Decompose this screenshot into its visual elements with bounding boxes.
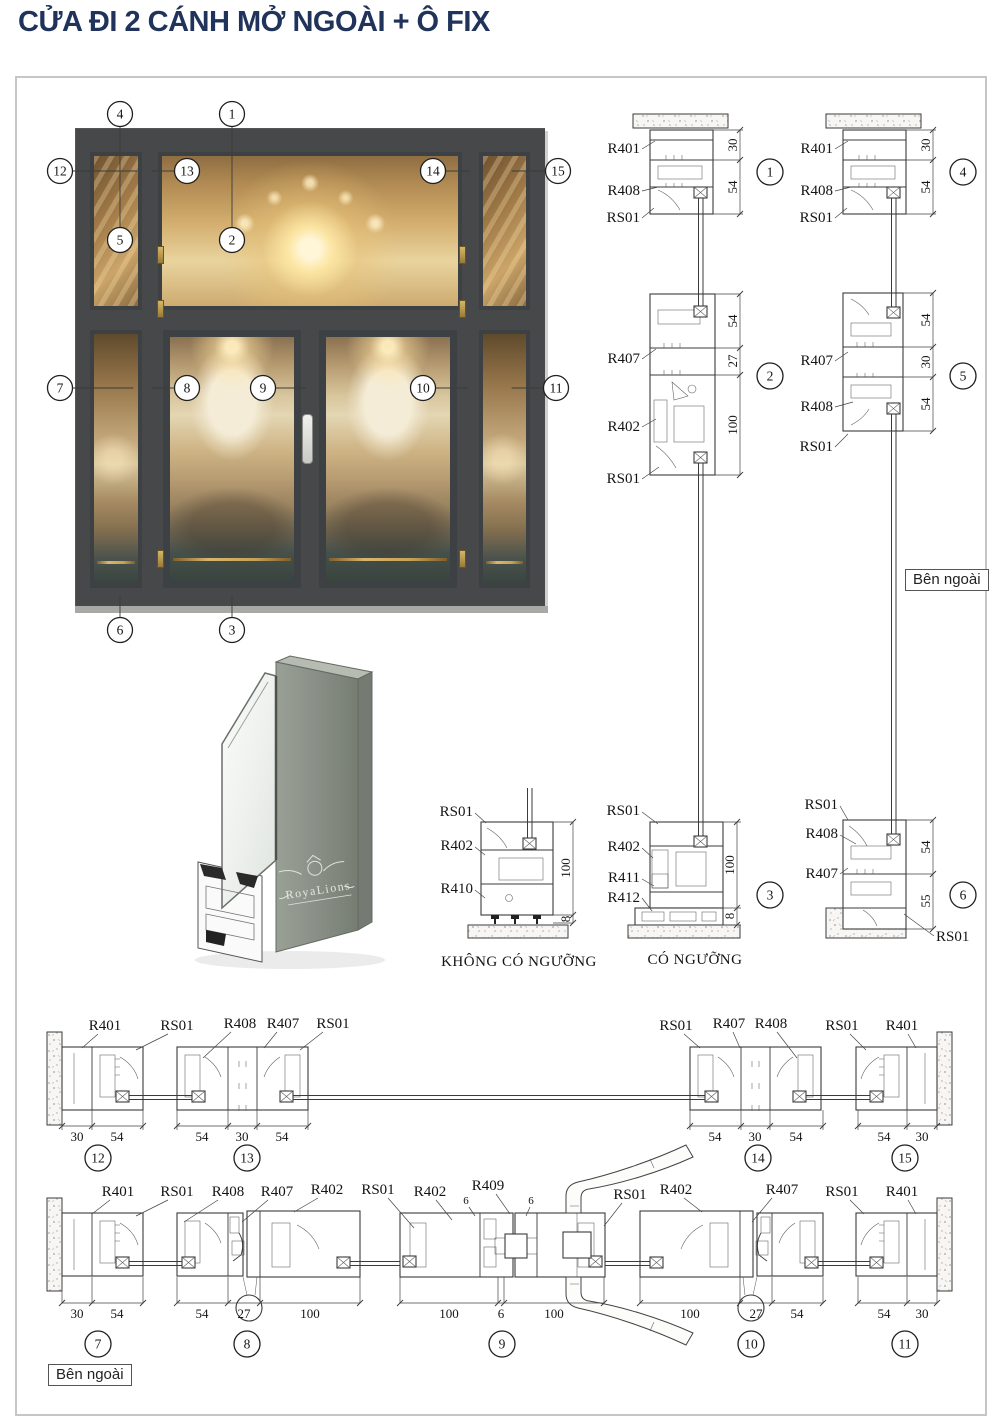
outside-tag-right: Bên ngoài <box>905 569 989 591</box>
door-leaf-right <box>319 330 457 588</box>
gold-sill-strip <box>97 561 135 564</box>
outside-tag-bottom: Bên ngoài <box>48 1364 132 1386</box>
hinge-icon <box>157 550 164 568</box>
gold-sill-strip <box>486 561 523 564</box>
hinge-icon <box>459 550 466 568</box>
door-leaf-left <box>163 330 301 588</box>
page-title: CỬA ĐI 2 CÁNH MỞ NGOÀI + Ô FIX <box>18 6 490 38</box>
transom-glass-right <box>479 152 530 310</box>
transom-glass-left <box>90 152 142 310</box>
side-fix-glass-left <box>90 330 142 588</box>
transom-glass-center <box>158 152 462 310</box>
hinge-icon <box>157 300 164 318</box>
door-handle-icon <box>302 414 313 464</box>
door-elevation-photo <box>75 128 545 606</box>
hinge-icon <box>459 246 466 264</box>
gold-sill-strip <box>329 558 447 561</box>
elevation-sill <box>75 606 548 613</box>
side-fix-glass-right <box>479 330 530 588</box>
hinge-icon <box>459 300 466 318</box>
hinge-icon <box>157 246 164 264</box>
gold-sill-strip <box>173 558 291 561</box>
